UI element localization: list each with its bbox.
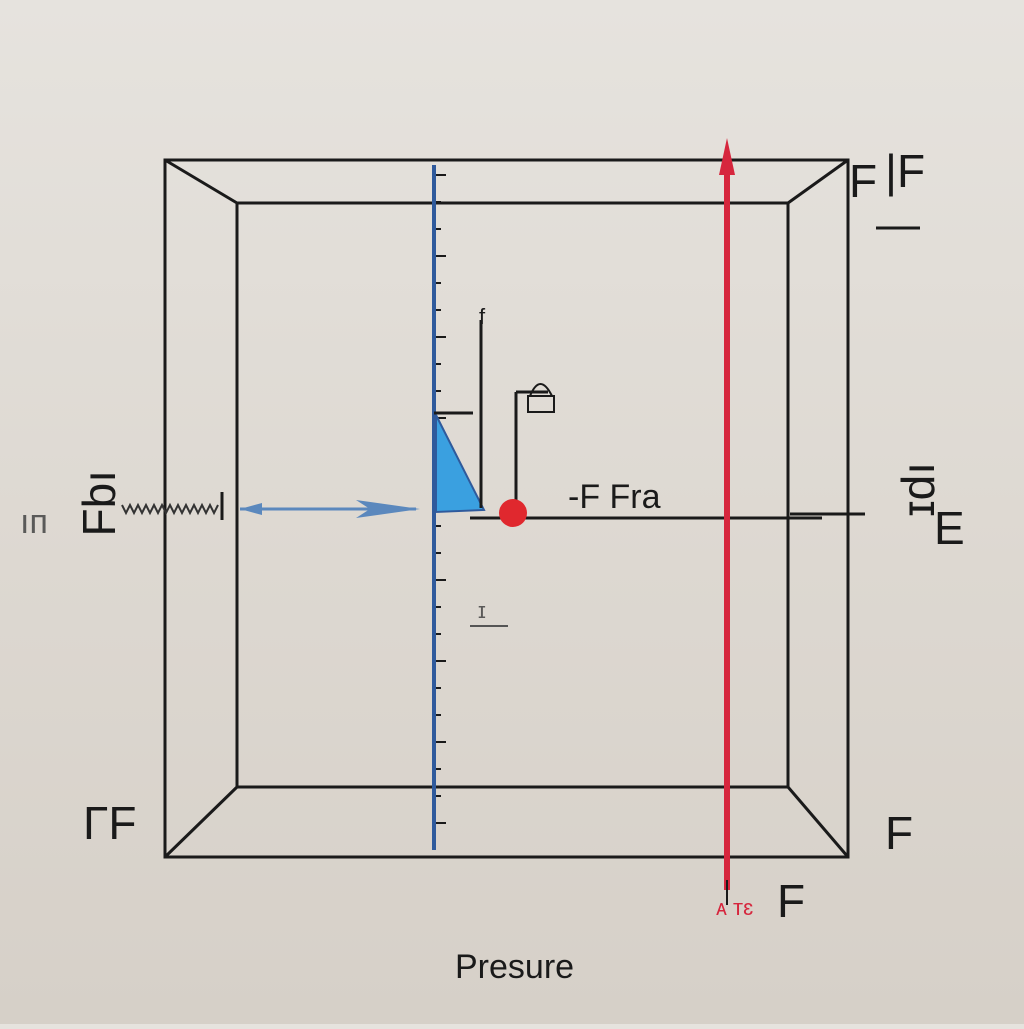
label-top-right-bar-f: |F	[885, 145, 926, 197]
red-ball	[499, 499, 527, 527]
box-edge-top-left	[164, 158, 238, 205]
caption-presure: Presure	[455, 948, 575, 986]
spring-icon	[121, 492, 224, 520]
label-top-right-f: F	[849, 155, 878, 207]
box-outer-rect	[163, 158, 850, 859]
red-arrow-head	[719, 138, 735, 175]
label-small-f: f	[479, 304, 486, 329]
label-right-e: E	[934, 502, 965, 554]
box-edge-bottom-left	[163, 785, 239, 859]
label-bottom-red-glyph: ᴀ тɛ	[716, 895, 754, 920]
box-edge-bottom-right	[786, 786, 850, 858]
label-bottom-right-f: F	[885, 807, 914, 859]
box-inner-rect	[235, 201, 790, 789]
label-bottom-red-f: F	[777, 875, 806, 927]
label-force-fra: -F Fra	[568, 478, 661, 516]
red-rod	[719, 138, 735, 905]
ruler-ticks	[436, 174, 446, 824]
label-small-mark: ɪ	[478, 598, 486, 623]
blue-arrow	[240, 500, 420, 518]
blue-wedge	[435, 414, 486, 514]
box-frame	[163, 158, 850, 859]
small-weight-icon	[527, 383, 555, 413]
label-left-glyph: ıп	[20, 503, 48, 541]
blue-ruler	[432, 165, 446, 850]
box-edge-top-right	[787, 158, 849, 205]
label-bottom-left-ff: ΓF	[83, 797, 137, 849]
label-left-fb: Fbı	[73, 470, 125, 537]
